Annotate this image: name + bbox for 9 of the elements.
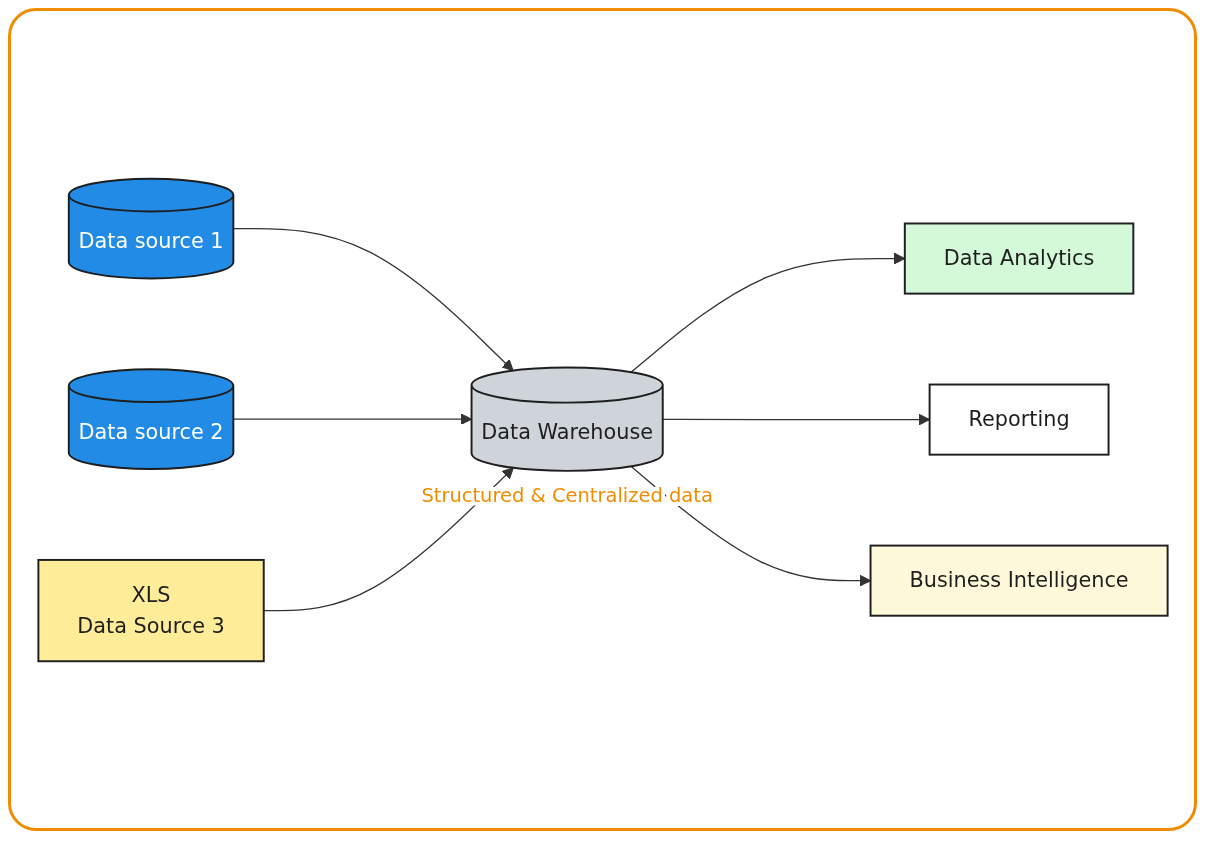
node-box: Data Analytics	[903, 222, 1134, 295]
node-box: XLS Data Source 3	[36, 558, 265, 662]
node-box: Business Intelligence	[869, 544, 1169, 617]
arrow	[630, 252, 905, 373]
arrow	[232, 227, 514, 371]
arrow	[661, 413, 930, 425]
node-box: Reporting	[928, 383, 1110, 456]
arrow	[629, 465, 871, 586]
arrow	[232, 412, 472, 425]
